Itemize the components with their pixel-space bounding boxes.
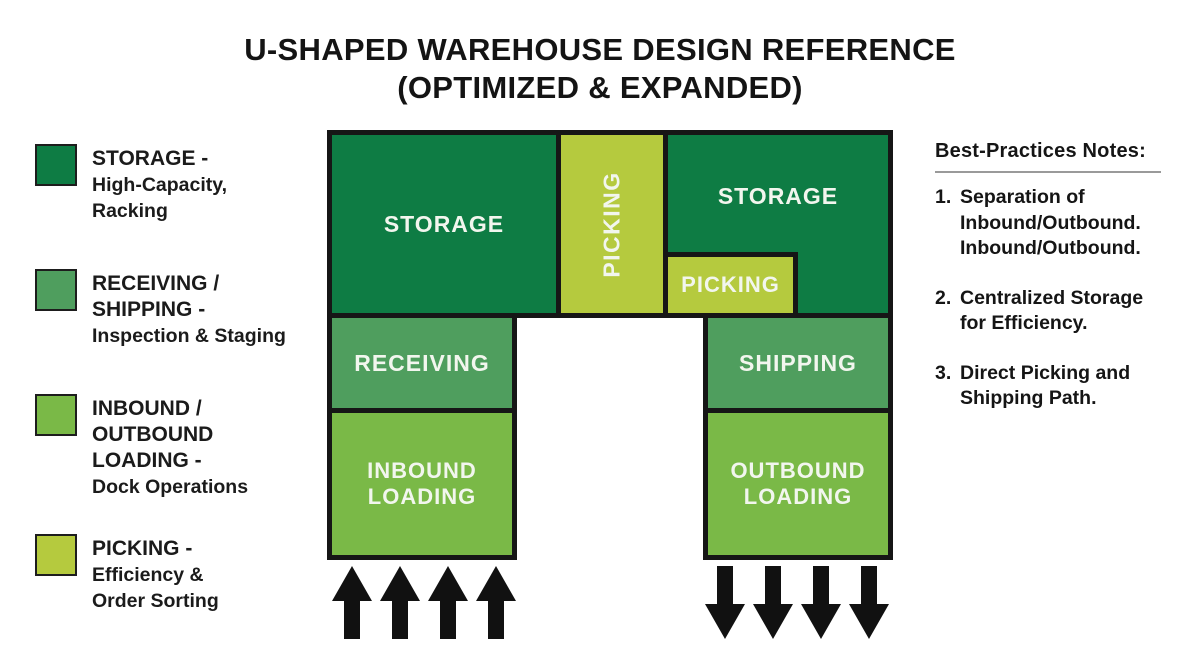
down-arrow-icon bbox=[801, 566, 841, 639]
legend-title: RECEIVING / bbox=[92, 272, 220, 295]
legend-title: SHIPPING - bbox=[92, 298, 206, 321]
block-label: STORAGE bbox=[717, 183, 839, 209]
legend-desc: Efficiency & bbox=[92, 564, 204, 586]
note-line: Centralized Storage bbox=[960, 286, 1144, 309]
legend-title: LOADING - bbox=[92, 449, 202, 472]
legend-item-storage: STORAGE - High-Capacity, Racking bbox=[35, 144, 227, 224]
outbound-arrows bbox=[705, 566, 889, 639]
legend-title: OUTBOUND bbox=[92, 423, 214, 446]
legend-desc: Racking bbox=[92, 200, 168, 222]
block-storage-left: STORAGE bbox=[327, 130, 561, 318]
block-picking-small: PICKING bbox=[663, 252, 798, 318]
block-label: INBOUND LOADING bbox=[367, 457, 477, 509]
block-label: STORAGE bbox=[383, 210, 505, 237]
legend-label-receiving-shipping: RECEIVING / SHIPPING - Inspection & Stag… bbox=[92, 269, 286, 349]
title-line-2: (OPTIMIZED & EXPANDED) bbox=[397, 70, 803, 105]
legend-title: INBOUND / bbox=[92, 397, 202, 420]
legend-desc: Dock Operations bbox=[92, 476, 249, 498]
notes-divider bbox=[935, 171, 1161, 173]
note-line: Inbound/Outbound. bbox=[960, 211, 1141, 234]
block-label: PICKING bbox=[598, 170, 625, 278]
note-number: 3. bbox=[935, 361, 952, 384]
legend-title: PICKING - bbox=[92, 537, 193, 560]
note-item-1: 1. Separation of Inbound/Outbound. Inbou… bbox=[935, 185, 1175, 262]
notes-heading: Best-Practices Notes: bbox=[935, 140, 1146, 162]
block-inbound-loading: INBOUND LOADING bbox=[327, 408, 517, 560]
legend-label-picking: PICKING - Efficiency & Order Sorting bbox=[92, 534, 219, 614]
block-label: OUTBOUND LOADING bbox=[730, 457, 866, 509]
up-arrow-icon bbox=[428, 566, 468, 639]
block-label: SHIPPING bbox=[739, 349, 857, 376]
note-line: for Efficiency. bbox=[960, 312, 1088, 334]
block-outbound-loading: OUTBOUND LOADING bbox=[703, 408, 893, 560]
block-receiving: RECEIVING bbox=[327, 313, 517, 413]
storage-color-swatch bbox=[35, 144, 77, 186]
up-arrow-icon bbox=[332, 566, 372, 639]
legend-desc: Inspection & Staging bbox=[92, 325, 286, 347]
note-text: Separation of Inbound/Outbound. Inbound/… bbox=[960, 185, 1141, 262]
loading-color-swatch bbox=[35, 394, 77, 436]
up-arrow-icon bbox=[380, 566, 420, 639]
note-text: Direct Picking and Shipping Path. bbox=[960, 361, 1130, 412]
block-picking-vertical: PICKING bbox=[556, 130, 668, 318]
up-arrow-icon bbox=[476, 566, 516, 639]
page-title: U-SHAPED WAREHOUSE DESIGN REFERENCE (OPT… bbox=[0, 31, 1200, 107]
block-label: RECEIVING bbox=[354, 349, 490, 376]
picking-color-swatch bbox=[35, 534, 77, 576]
note-line: Direct Picking and bbox=[960, 361, 1131, 384]
note-number: 1. bbox=[935, 186, 952, 208]
legend-label-storage: STORAGE - High-Capacity, Racking bbox=[92, 144, 227, 224]
legend-label-loading: INBOUND / OUTBOUND LOADING - Dock Operat… bbox=[92, 394, 248, 500]
notes-panel: Best-Practices Notes: 1. Separation of I… bbox=[935, 140, 1175, 412]
note-text: Centralized Storage for Efficiency. bbox=[960, 286, 1143, 337]
note-line: Inbound/Outbound. bbox=[960, 237, 1141, 259]
title-line-1: U-SHAPED WAREHOUSE DESIGN REFERENCE bbox=[244, 32, 956, 67]
block-label: PICKING bbox=[681, 272, 780, 297]
note-line: Separation of bbox=[960, 186, 1085, 208]
block-shipping: SHIPPING bbox=[703, 313, 893, 413]
note-number: 2. bbox=[935, 286, 952, 309]
down-arrow-icon bbox=[753, 566, 793, 639]
inbound-arrows bbox=[332, 566, 516, 639]
legend-item-loading: INBOUND / OUTBOUND LOADING - Dock Operat… bbox=[35, 394, 248, 500]
down-arrow-icon bbox=[705, 566, 745, 639]
legend-title: STORAGE - bbox=[92, 147, 209, 170]
down-arrow-icon bbox=[849, 566, 889, 639]
note-item-2: 2. Centralized Storage for Efficiency. bbox=[935, 286, 1175, 337]
legend-desc: High-Capacity, bbox=[92, 174, 228, 196]
legend-item-picking: PICKING - Efficiency & Order Sorting bbox=[35, 534, 219, 614]
note-item-3: 3. Direct Picking and Shipping Path. bbox=[935, 361, 1175, 412]
legend-item-receiving-shipping: RECEIVING / SHIPPING - Inspection & Stag… bbox=[35, 269, 286, 349]
legend-desc: Order Sorting bbox=[92, 590, 219, 612]
receiving-shipping-color-swatch bbox=[35, 269, 77, 311]
note-line: Shipping Path. bbox=[960, 387, 1097, 409]
